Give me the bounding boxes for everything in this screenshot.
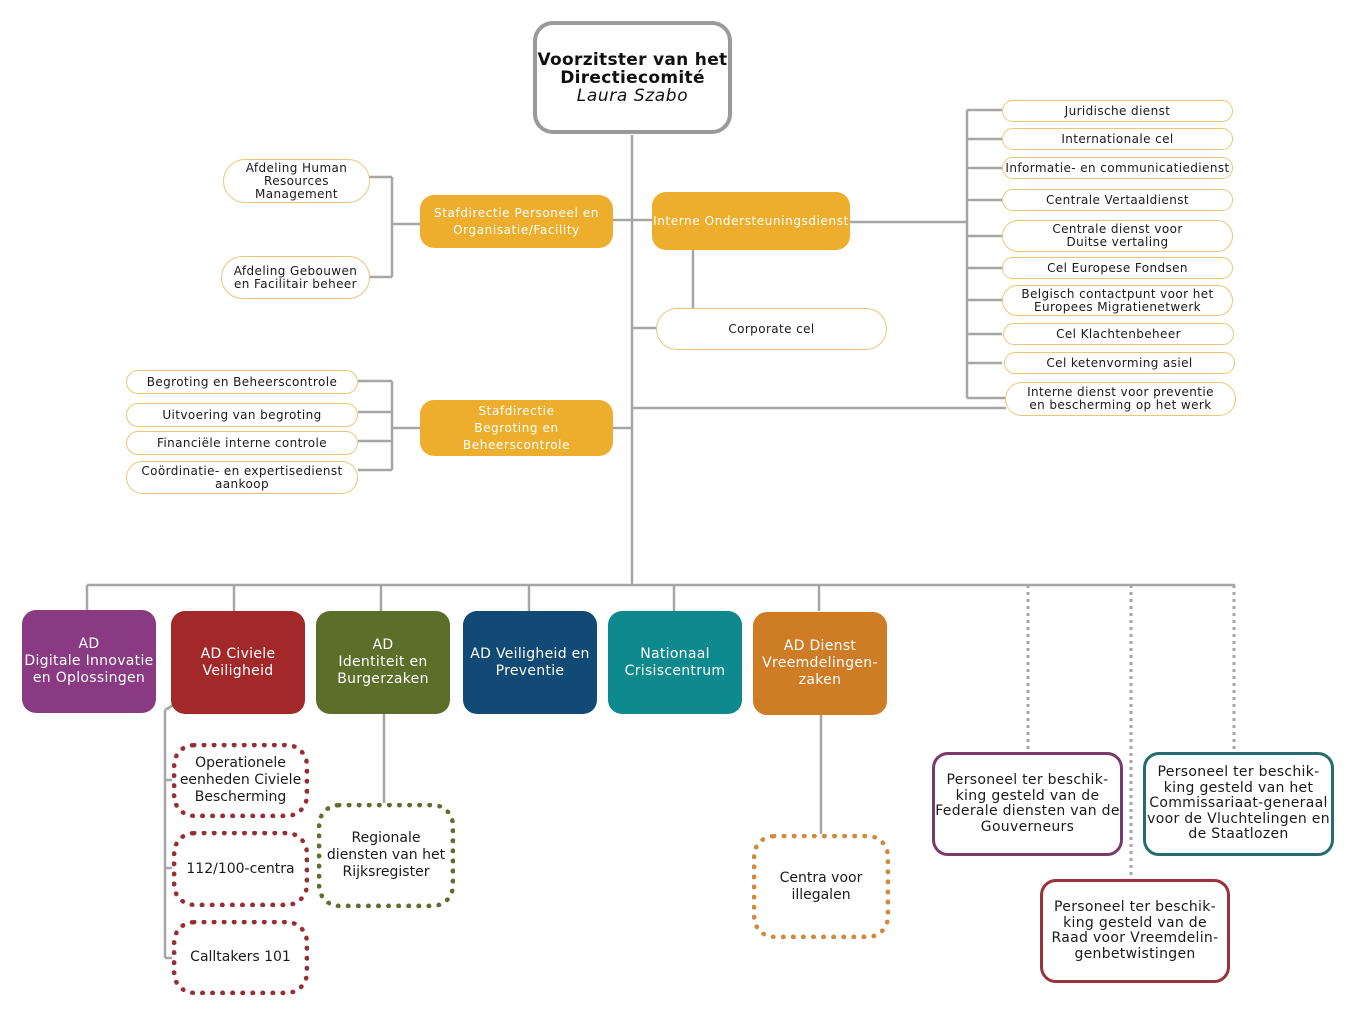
internal-unit-label: Cel Klachtenbeheer <box>1056 326 1181 341</box>
chairperson-box: Voorzitster van het Directiecomité Laura… <box>533 21 732 134</box>
internal-unit-label: Cel Europese Fondsen <box>1047 260 1188 275</box>
internal-unit-label: Informatie- en communicatiedienst <box>1005 160 1230 175</box>
internal-unit-7: Cel Klachtenbeheer <box>1003 323 1234 345</box>
budget-unit-3: Coördinatie- en expertisedienst aankoop <box>126 461 358 494</box>
unit-buildings-label: Afdeling Gebouwen en Facilitair beheer <box>233 263 358 291</box>
directorate-identity: AD Identiteit en Burgerzaken <box>316 611 450 714</box>
budget-unit-label: Uitvoering van begroting <box>162 407 322 422</box>
subunit-label: Operationele eenheden Civiele Beschermin… <box>179 755 302 805</box>
budget-unit-label: Coördinatie- en expertisedienst aankoop <box>141 463 343 491</box>
chairperson-name: Laura Szabo <box>576 85 689 106</box>
staff-personnel-label: Stafdirectie Personeel en Organisatie/Fa… <box>434 205 599 237</box>
staff-budget-box: Stafdirectie Begroting en Beheerscontrol… <box>420 400 613 456</box>
staff-personnel-box: Stafdirectie Personeel en Organisatie/Fa… <box>420 195 613 248</box>
internal-unit-label: Cel ketenvorming asiel <box>1046 355 1193 370</box>
budget-unit-1: Uitvoering van begroting <box>126 403 358 427</box>
internal-unit-5: Cel Europese Fondsen <box>1002 257 1233 279</box>
budget-unit-label: Financiële interne controle <box>156 435 328 450</box>
subunit-national-register: Regionale diensten van het Rijksregister <box>317 803 455 908</box>
directorate-civil-security: AD Civiele Veiligheid <box>171 611 305 714</box>
internal-unit-8: Cel ketenvorming asiel <box>1004 352 1235 374</box>
seconded-council: Personeel ter beschik- king gesteld van … <box>1040 879 1230 983</box>
corporate-cell-label: Corporate cel <box>728 321 815 336</box>
unit-hr-management: Afdeling Human Resources Management <box>223 159 370 203</box>
chairperson-title: Voorzitster van het Directiecomité <box>537 49 728 88</box>
internal-unit-label: Internationale cel <box>1061 131 1174 146</box>
directorate-label: AD Civiele Veiligheid <box>200 645 276 679</box>
internal-unit-label: Belgisch contactpunt voor het Europees M… <box>1021 286 1214 314</box>
directorate-security-prevention: AD Veiligheid en Preventie <box>463 611 597 714</box>
seconded-cgrs: Personeel ter beschik- king gesteld van … <box>1143 752 1334 856</box>
budget-unit-0: Begroting en Beheerscontrole <box>126 370 358 394</box>
directorate-aliens-office: AD Dienst Vreemdelingen- zaken <box>753 612 887 715</box>
internal-support-box: Interne Ondersteuningsdienst <box>652 192 850 250</box>
directorate-crisis-centre: Nationaal Crisiscentrum <box>608 611 742 714</box>
internal-unit-label: Interne dienst voor preventie en bescher… <box>1027 385 1214 412</box>
directorate-label: AD Dienst Vreemdelingen- zaken <box>762 638 878 688</box>
internal-support-label: Interne Ondersteuningsdienst <box>653 213 849 228</box>
corporate-cell-box: Corporate cel <box>656 308 887 350</box>
subunit-detention-centres: Centra voor illegalen <box>752 834 890 939</box>
subunit-civil-protection: Operationele eenheden Civiele Beschermin… <box>172 743 309 818</box>
seconded-label: Personeel ter beschik- king gesteld van … <box>1147 764 1330 843</box>
subunit-label: Calltakers 101 <box>190 949 291 965</box>
directorate-label: AD Veiligheid en Preventie <box>470 645 590 679</box>
internal-unit-1: Internationale cel <box>1002 128 1233 150</box>
seconded-label: Personeel ter beschik- king gesteld van … <box>1051 899 1219 962</box>
internal-unit-label: Centrale dienst voor Duitse vertaling <box>1052 222 1183 249</box>
unit-buildings: Afdeling Gebouwen en Facilitair beheer <box>221 256 370 299</box>
directorate-label: AD Identiteit en Burgerzaken <box>337 637 429 687</box>
internal-unit-2: Informatie- en communicatiedienst <box>1002 157 1233 179</box>
subunit-label: 112/100-centra <box>186 860 295 877</box>
unit-hr-label: Afdeling Human Resources Management <box>245 160 348 201</box>
internal-unit-6: Belgisch contactpunt voor het Europees M… <box>1002 285 1233 316</box>
subunit-calltakers: Calltakers 101 <box>172 920 309 995</box>
subunit-label: Centra voor illegalen <box>779 869 863 903</box>
internal-unit-3: Centrale Vertaaldienst <box>1002 189 1233 211</box>
internal-unit-label: Juridische dienst <box>1064 103 1171 118</box>
subunit-label: Regionale diensten van het Rijksregister <box>326 830 446 880</box>
directorate-digital-innovation: AD Digitale Innovatie en Oplossingen <box>22 610 156 713</box>
internal-unit-4: Centrale dienst voor Duitse vertaling <box>1002 220 1233 252</box>
budget-unit-label: Begroting en Beheerscontrole <box>146 374 338 389</box>
internal-unit-label: Centrale Vertaaldienst <box>1046 192 1189 207</box>
seconded-label: Personeel ter beschik- king gesteld van … <box>935 772 1120 835</box>
subunit-112-centres: 112/100-centra <box>172 831 309 907</box>
directorate-label: AD Digitale Innovatie en Oplossingen <box>24 636 154 686</box>
internal-unit-0: Juridische dienst <box>1002 100 1233 122</box>
staff-budget-label: Stafdirectie Begroting en Beheerscontrol… <box>462 403 571 452</box>
internal-unit-9: Interne dienst voor preventie en bescher… <box>1005 382 1236 416</box>
budget-unit-2: Financiële interne controle <box>126 431 358 455</box>
directorate-label: Nationaal Crisiscentrum <box>624 645 726 679</box>
seconded-governors: Personeel ter beschik- king gesteld van … <box>932 752 1123 856</box>
